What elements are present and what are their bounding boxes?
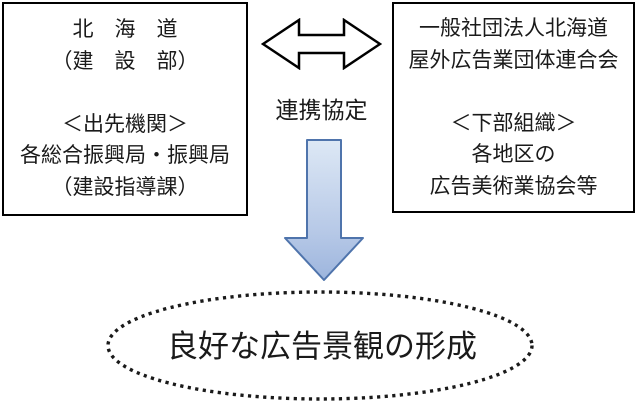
left-org-line-5: （建設指導課） bbox=[51, 175, 199, 199]
left-org-line-spacer bbox=[4, 77, 246, 109]
left-org-line-1: 北 海 道 bbox=[72, 18, 178, 41]
left-org-box: 北 海 道 （建 設 部） ＜出先機関＞ 各総合振興局・振興局 （建設指導課） bbox=[2, 2, 248, 216]
left-org-line-2: （建 設 部） bbox=[51, 49, 199, 73]
outcome-label: 良好な広告景観の形成 bbox=[167, 329, 477, 364]
left-org-line-3: ＜出先機関＞ bbox=[62, 112, 188, 136]
outcome-ellipse bbox=[106, 290, 534, 401]
right-org-line-5: 広告美術業協会等 bbox=[429, 174, 598, 198]
down-arrow-icon bbox=[284, 139, 364, 281]
right-org-line-4: 各地区の bbox=[471, 143, 556, 166]
right-org-line-1: 一般社団法人北海道 bbox=[419, 17, 608, 40]
right-org-box: 一般社団法人北海道 屋外広告業団体連合会 ＜下部組織＞ 各地区の 広告美術業協会… bbox=[392, 2, 635, 213]
double-headed-arrow-icon bbox=[261, 18, 382, 70]
right-org-line-3: ＜下部組織＞ bbox=[450, 111, 577, 135]
right-org-line-spacer bbox=[394, 76, 633, 108]
right-org-line-2: 屋外広告業団体連合会 bbox=[408, 48, 619, 72]
connector-label: 連携協定 bbox=[275, 97, 368, 123]
left-org-line-4: 各総合振興局・振興局 bbox=[20, 144, 230, 167]
